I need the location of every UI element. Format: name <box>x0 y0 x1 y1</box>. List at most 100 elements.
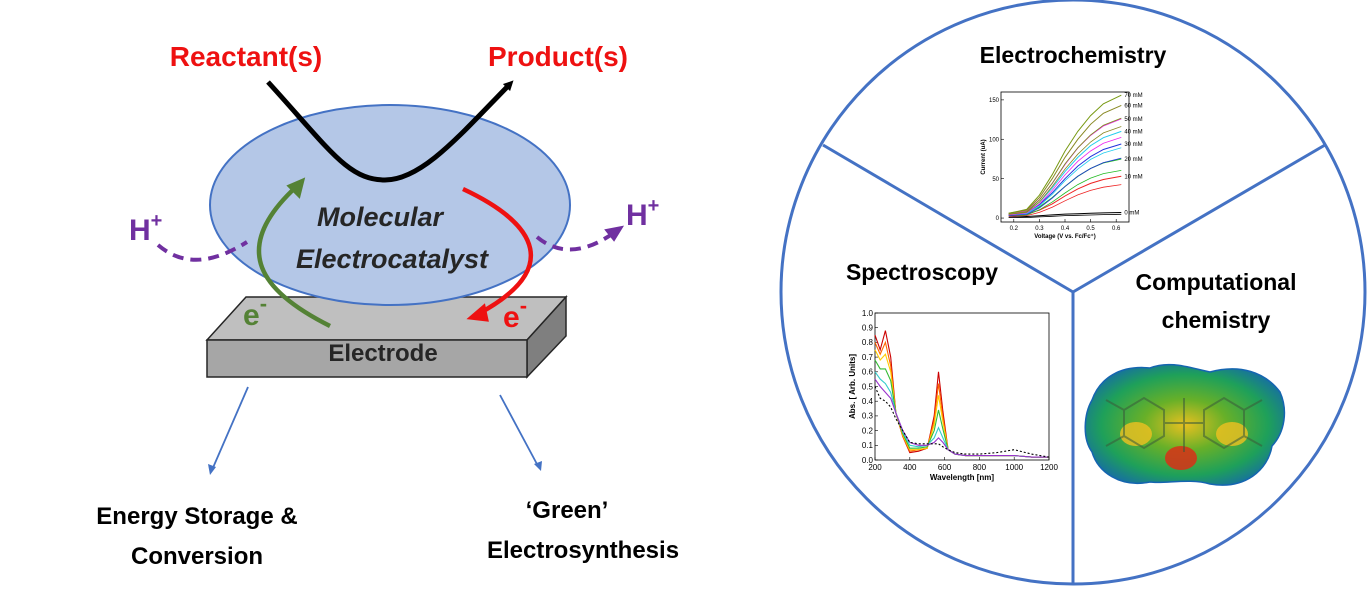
electron-right-symbol: e <box>503 301 520 334</box>
h-bond-right-1 <box>1243 399 1263 411</box>
catalysis-scheme: Reactant(s) Product(s) Molecular Electro… <box>96 41 679 570</box>
computational-title-line2: chemistry <box>1162 307 1271 333</box>
proton-out-arrowhead <box>604 225 625 242</box>
application-energy-line2: Conversion <box>131 543 263 570</box>
proton-right-charge: + <box>648 195 660 217</box>
reactants-label: Reactant(s) <box>170 41 322 72</box>
x-tick-label: 400 <box>903 463 917 472</box>
series-label: 70 mM <box>1124 93 1142 99</box>
y-tick-label: 0 <box>996 216 1000 222</box>
y-tick-label: 0.3 <box>862 412 874 421</box>
h-bond-left-2 <box>1105 435 1125 447</box>
y-tick-label: 0.9 <box>862 324 874 333</box>
electron-arrow-red-head <box>466 303 489 322</box>
series-return-sweep <box>1008 137 1122 216</box>
divider-right <box>1072 143 1326 294</box>
series-label: 50 mM <box>1124 117 1142 123</box>
y-tick-label: 0.6 <box>862 368 874 377</box>
x-tick-label: 600 <box>938 463 952 472</box>
x-tick-label: 0.5 <box>1086 226 1095 232</box>
y-tick-label: 100 <box>989 137 1000 143</box>
esp-red-region <box>1165 446 1197 470</box>
electrochemistry-title: Electrochemistry <box>980 42 1167 68</box>
electron-right-charge: - <box>520 293 527 318</box>
esp-molecule-image <box>1084 363 1286 486</box>
divider-left <box>822 143 1074 294</box>
x-axis-label: Wavelength [nm] <box>930 473 994 482</box>
x-tick-label: 0.2 <box>1010 226 1019 232</box>
catalyst-label-line1: Molecular <box>317 202 445 232</box>
y-tick-label: 0.1 <box>862 441 874 450</box>
y-tick-label: 0.7 <box>862 353 874 362</box>
h-bond-right-2 <box>1243 435 1263 447</box>
series-line <box>874 386 1050 458</box>
proton-left-label: H+ <box>129 210 162 247</box>
proton-right-symbol: H <box>626 199 648 232</box>
x-tick-label: 0.4 <box>1061 226 1070 232</box>
series-label: 0 mM <box>1124 211 1139 217</box>
x-axis-label: Voltage (V vs. Fc/Fc⁺) <box>1034 233 1095 240</box>
series-label: 40 mM <box>1124 129 1142 135</box>
series-return-sweep <box>1008 157 1122 216</box>
x-tick-label: 1200 <box>1040 463 1058 472</box>
proton-left-charge: + <box>151 210 163 232</box>
catalyst-ellipse <box>209 104 571 306</box>
series-return-sweep <box>1008 213 1122 219</box>
electron-arrow-red <box>462 186 534 316</box>
series-line <box>1008 94 1122 214</box>
electron-right-label: e- <box>503 293 527 334</box>
proton-right-label: H+ <box>626 195 659 232</box>
y-axis-label: Current (uA) <box>981 139 987 174</box>
app-arrow-right-head <box>534 461 542 471</box>
series-label: 20 mM <box>1124 157 1142 163</box>
y-axis-label: Abs. [ Arb. Units] <box>848 354 857 419</box>
reaction-arrow <box>266 80 514 183</box>
series-return-sweep <box>1008 147 1122 216</box>
y-tick-label: 0.0 <box>862 456 874 465</box>
app-arrow-right <box>499 394 539 467</box>
x-tick-label: 0.6 <box>1112 226 1121 232</box>
app-arrow-left-head <box>208 464 216 475</box>
techniques-circle: Electrochemistry Spectroscopy Computatio… <box>779 0 1367 586</box>
y-tick-label: 0.2 <box>862 426 874 435</box>
application-energy-line1: Energy Storage & <box>96 503 297 530</box>
series-label: 30 mM <box>1124 142 1142 148</box>
spectroscopy-title: Spectroscopy <box>846 259 998 285</box>
esp-yellow-left <box>1120 422 1152 446</box>
electron-arrow-green-head <box>286 177 306 199</box>
app-arrow-left <box>211 386 249 471</box>
x-tick-label: 200 <box>868 463 882 472</box>
y-tick-label: 50 <box>992 177 999 183</box>
electron-left-label: e- <box>243 291 267 332</box>
application-synthesis-line1: ‘Green’ <box>526 497 609 524</box>
proton-out-arrow <box>535 230 617 252</box>
esp-yellow-right <box>1216 422 1248 446</box>
plot-frame <box>874 312 1050 461</box>
esp-molecule-skeleton <box>1105 396 1263 452</box>
series-return-sweep <box>1008 117 1122 215</box>
electron-left-symbol: e <box>243 299 260 332</box>
series-line <box>874 378 1049 458</box>
y-tick-label: 0.4 <box>862 397 874 406</box>
electron-arrow-green <box>256 185 332 329</box>
h-bond-left-1 <box>1105 399 1125 411</box>
series-line <box>1008 212 1122 218</box>
computational-title-line1: Computational <box>1136 269 1297 295</box>
y-tick-label: 1.0 <box>862 309 874 318</box>
x-tick-label: 0.3 <box>1035 226 1044 232</box>
series-return-sweep <box>1008 126 1122 215</box>
series-line <box>1008 104 1122 214</box>
x-tick-label: 800 <box>973 463 987 472</box>
series-label: 10 mM <box>1124 174 1142 180</box>
series-return-sweep <box>1008 170 1122 216</box>
series-return-sweep <box>1008 184 1122 217</box>
catalyst-label-line2: Electrocatalyst <box>296 244 489 274</box>
y-tick-label: 0.5 <box>862 382 874 391</box>
series-line <box>1008 175 1122 217</box>
y-tick-label: 0.8 <box>862 338 874 347</box>
y-tick-label: 150 <box>989 98 1000 104</box>
products-label: Product(s) <box>488 41 628 72</box>
